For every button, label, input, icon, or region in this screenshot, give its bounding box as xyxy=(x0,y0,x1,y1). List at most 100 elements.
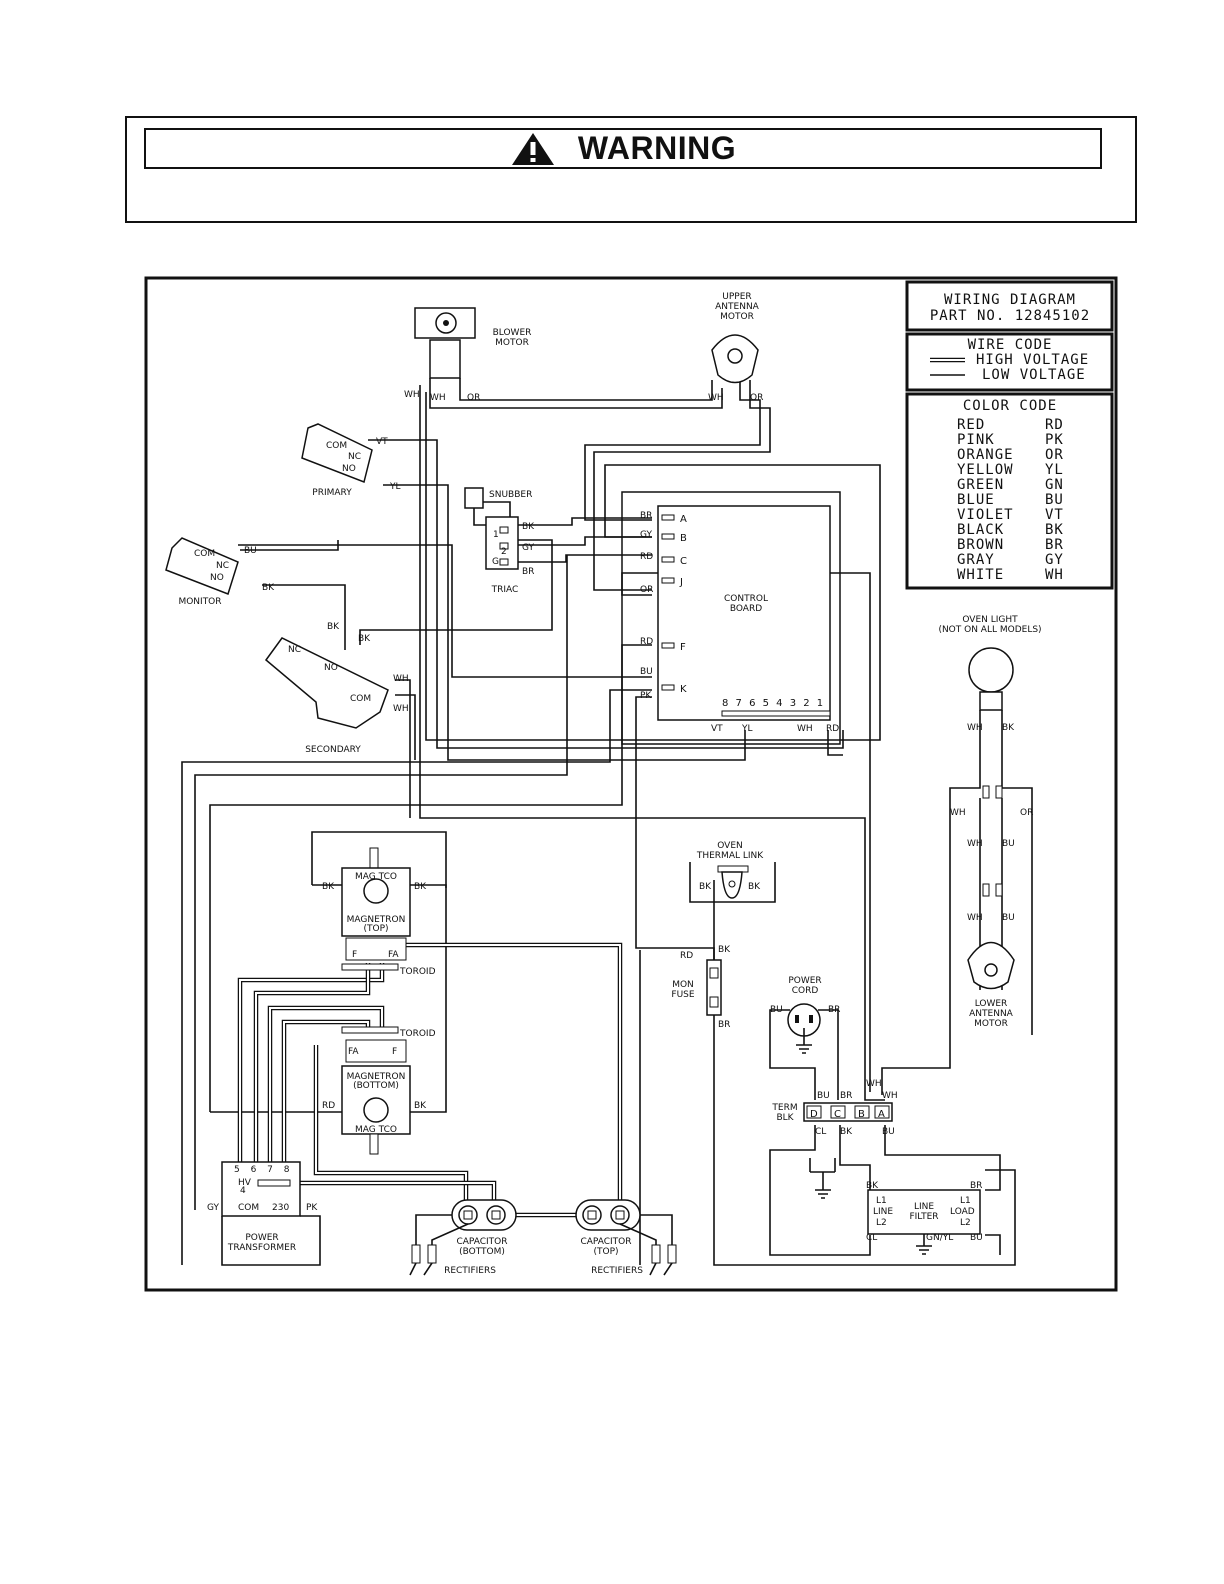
board-wire-rd: RD xyxy=(640,637,653,647)
color-name: GREEN xyxy=(957,477,1004,493)
wire-label-bk: BK xyxy=(748,882,761,892)
blower-motor: BLOWER MOTOR WH WH OR xyxy=(404,307,531,403)
wire-code-title: WIRE CODE xyxy=(968,337,1053,353)
snubber: SNUBBER xyxy=(464,487,532,526)
primary-label: PRIMARY xyxy=(312,488,352,498)
transformer-label-1: POWER xyxy=(245,1233,278,1243)
control-board: CONTROL BOARD A BR B GY C RD J OR F RD K… xyxy=(621,491,841,745)
control-board-label-2: BOARD xyxy=(730,604,762,614)
mag-tco-top: MAG TCO xyxy=(355,872,397,882)
wire-label-wh: WH xyxy=(866,1079,882,1089)
wire-label-bk: BK xyxy=(718,945,731,955)
color-name: BROWN xyxy=(957,537,1004,553)
primary-com: COM xyxy=(326,441,347,451)
secondary-com: COM xyxy=(350,694,371,704)
mag-top-fa: FA xyxy=(388,950,399,960)
color-code-block: COLOR CODE RED RD PINK PK ORANGE OR YELL… xyxy=(905,392,1114,590)
toroid-bottom-label: TOROID xyxy=(399,1029,436,1039)
secondary-label: SECONDARY xyxy=(305,745,361,755)
magnetron-bottom: TOROID FA F MAGNETRON (BOTTOM) MAG TCO R… xyxy=(322,1026,436,1155)
wire-label-bk: BK xyxy=(414,1101,427,1111)
board-pin-a: A xyxy=(680,514,687,525)
filter-l1-load: L1 xyxy=(960,1196,971,1206)
capacitor-top-label-1: CAPACITOR xyxy=(580,1237,631,1247)
warning-box: WARNING xyxy=(125,116,1137,223)
wire-label-wh: WH xyxy=(393,674,409,684)
board-wire-vt: VT xyxy=(711,724,723,734)
mag-top-f: F xyxy=(352,950,357,960)
wire-label-bk: BK xyxy=(358,634,371,644)
line-filter: L1 LINE L2 LINE FILTER L1 LOAD L2 BK BR … xyxy=(866,1181,983,1255)
color-abbrev: GN xyxy=(1045,477,1064,493)
color-name: PINK xyxy=(957,432,995,448)
mon-fuse-label-2: FUSE xyxy=(671,990,694,1000)
primary-switch: COM NC NO PRIMARY VT YL xyxy=(301,423,401,498)
term-blk-label-1: TERM xyxy=(771,1103,797,1113)
magnetron-bottom-label-2: (BOTTOM) xyxy=(353,1081,399,1091)
color-abbrev: WH xyxy=(1045,567,1064,583)
warning-title: WARNING xyxy=(577,130,737,166)
magnetron-top: MAG TCO MAGNETRON (TOP) F FA TOROID BK B… xyxy=(322,847,436,977)
board-bottom-pins: 8 7 6 5 4 3 2 1 xyxy=(722,698,825,709)
primary-no: NO xyxy=(342,464,356,474)
transformer-230: 230 xyxy=(272,1203,289,1213)
toroid-top-label: TOROID xyxy=(399,967,436,977)
wire-label-wh: WH xyxy=(882,1091,898,1101)
color-abbrev: VT xyxy=(1045,507,1064,523)
board-wire-yl: YL xyxy=(741,724,753,734)
wire-label-br: BR xyxy=(522,567,534,577)
snubber-label: SNUBBER xyxy=(489,490,532,500)
wire-label-wh: WH xyxy=(430,393,446,403)
magnetron-top-label-2: (TOP) xyxy=(363,924,388,934)
warning-banner: WARNING xyxy=(144,128,1102,169)
wire-label-bu: BU xyxy=(244,546,257,556)
power-cord: POWER CORD BU BR xyxy=(770,976,840,1054)
mon-fuse-label-1: MON xyxy=(672,980,694,990)
wire-label-or: OR xyxy=(1020,808,1033,818)
upper-antenna-label-3: MOTOR xyxy=(720,312,754,322)
transformer-hv4: 4 xyxy=(240,1186,246,1196)
oven-thermal-link: OVEN THERMAL LINK BK BK xyxy=(696,841,764,899)
monitor-no: NO xyxy=(210,573,224,583)
wire-label-bu: BU xyxy=(1002,913,1015,923)
wire-label-br: BR xyxy=(718,1020,730,1030)
wire-label-bk: BK xyxy=(262,583,275,593)
secondary-switch: NC NO COM SECONDARY BK BK WH WH xyxy=(264,622,409,755)
title-line-1: WIRING DIAGRAM xyxy=(944,292,1076,308)
wire-label-bk: BK xyxy=(414,882,427,892)
blower-motor-label-2: MOTOR xyxy=(495,338,529,348)
color-abbrev: YL xyxy=(1045,462,1064,478)
wire-label-wh: WH xyxy=(967,723,983,733)
term-pin-a: A xyxy=(878,1109,885,1120)
upper-antenna-motor: UPPER ANTENNA MOTOR WH OR xyxy=(708,292,763,403)
capacitor-top: CAPACITOR (TOP) RECTIFIERS xyxy=(575,1199,677,1276)
monitor-com: COM xyxy=(194,549,215,559)
term-blk-label-2: BLK xyxy=(776,1113,794,1123)
board-wire-bu: BU xyxy=(640,667,653,677)
wire-label-wh: WH xyxy=(393,704,409,714)
filter-load: LOAD xyxy=(950,1207,975,1217)
mon-fuse: RD BK BR MON FUSE xyxy=(671,945,731,1030)
board-wire-wh: WH xyxy=(797,724,813,734)
primary-nc: NC xyxy=(348,452,361,462)
transformer-top-pins: 5 6 7 8 xyxy=(234,1165,294,1175)
board-wire-br: BR xyxy=(640,511,652,521)
color-name: ORANGE xyxy=(957,447,1014,463)
wire-label-br: BR xyxy=(970,1181,982,1191)
color-abbrev: PK xyxy=(1045,432,1064,448)
wire-label-rd: RD xyxy=(322,1101,335,1111)
secondary-no: NO xyxy=(324,663,338,673)
title-block: WIRING DIAGRAM PART NO. 12845102 xyxy=(905,280,1114,332)
color-name: YELLOW xyxy=(957,462,1014,478)
color-name: WHITE xyxy=(957,567,1004,583)
color-abbrev: OR xyxy=(1045,447,1064,463)
wire-label-bu: BU xyxy=(970,1233,983,1243)
warning-triangle-icon xyxy=(511,132,554,165)
diagram-frame xyxy=(144,276,1118,1292)
transformer-hv: HV xyxy=(238,1178,252,1188)
wire-label-wh: WH xyxy=(404,390,420,400)
board-wire-or: OR xyxy=(640,585,653,595)
capacitor-top-label-2: (TOP) xyxy=(593,1247,618,1257)
upper-antenna-label-2: ANTENNA xyxy=(715,302,760,312)
